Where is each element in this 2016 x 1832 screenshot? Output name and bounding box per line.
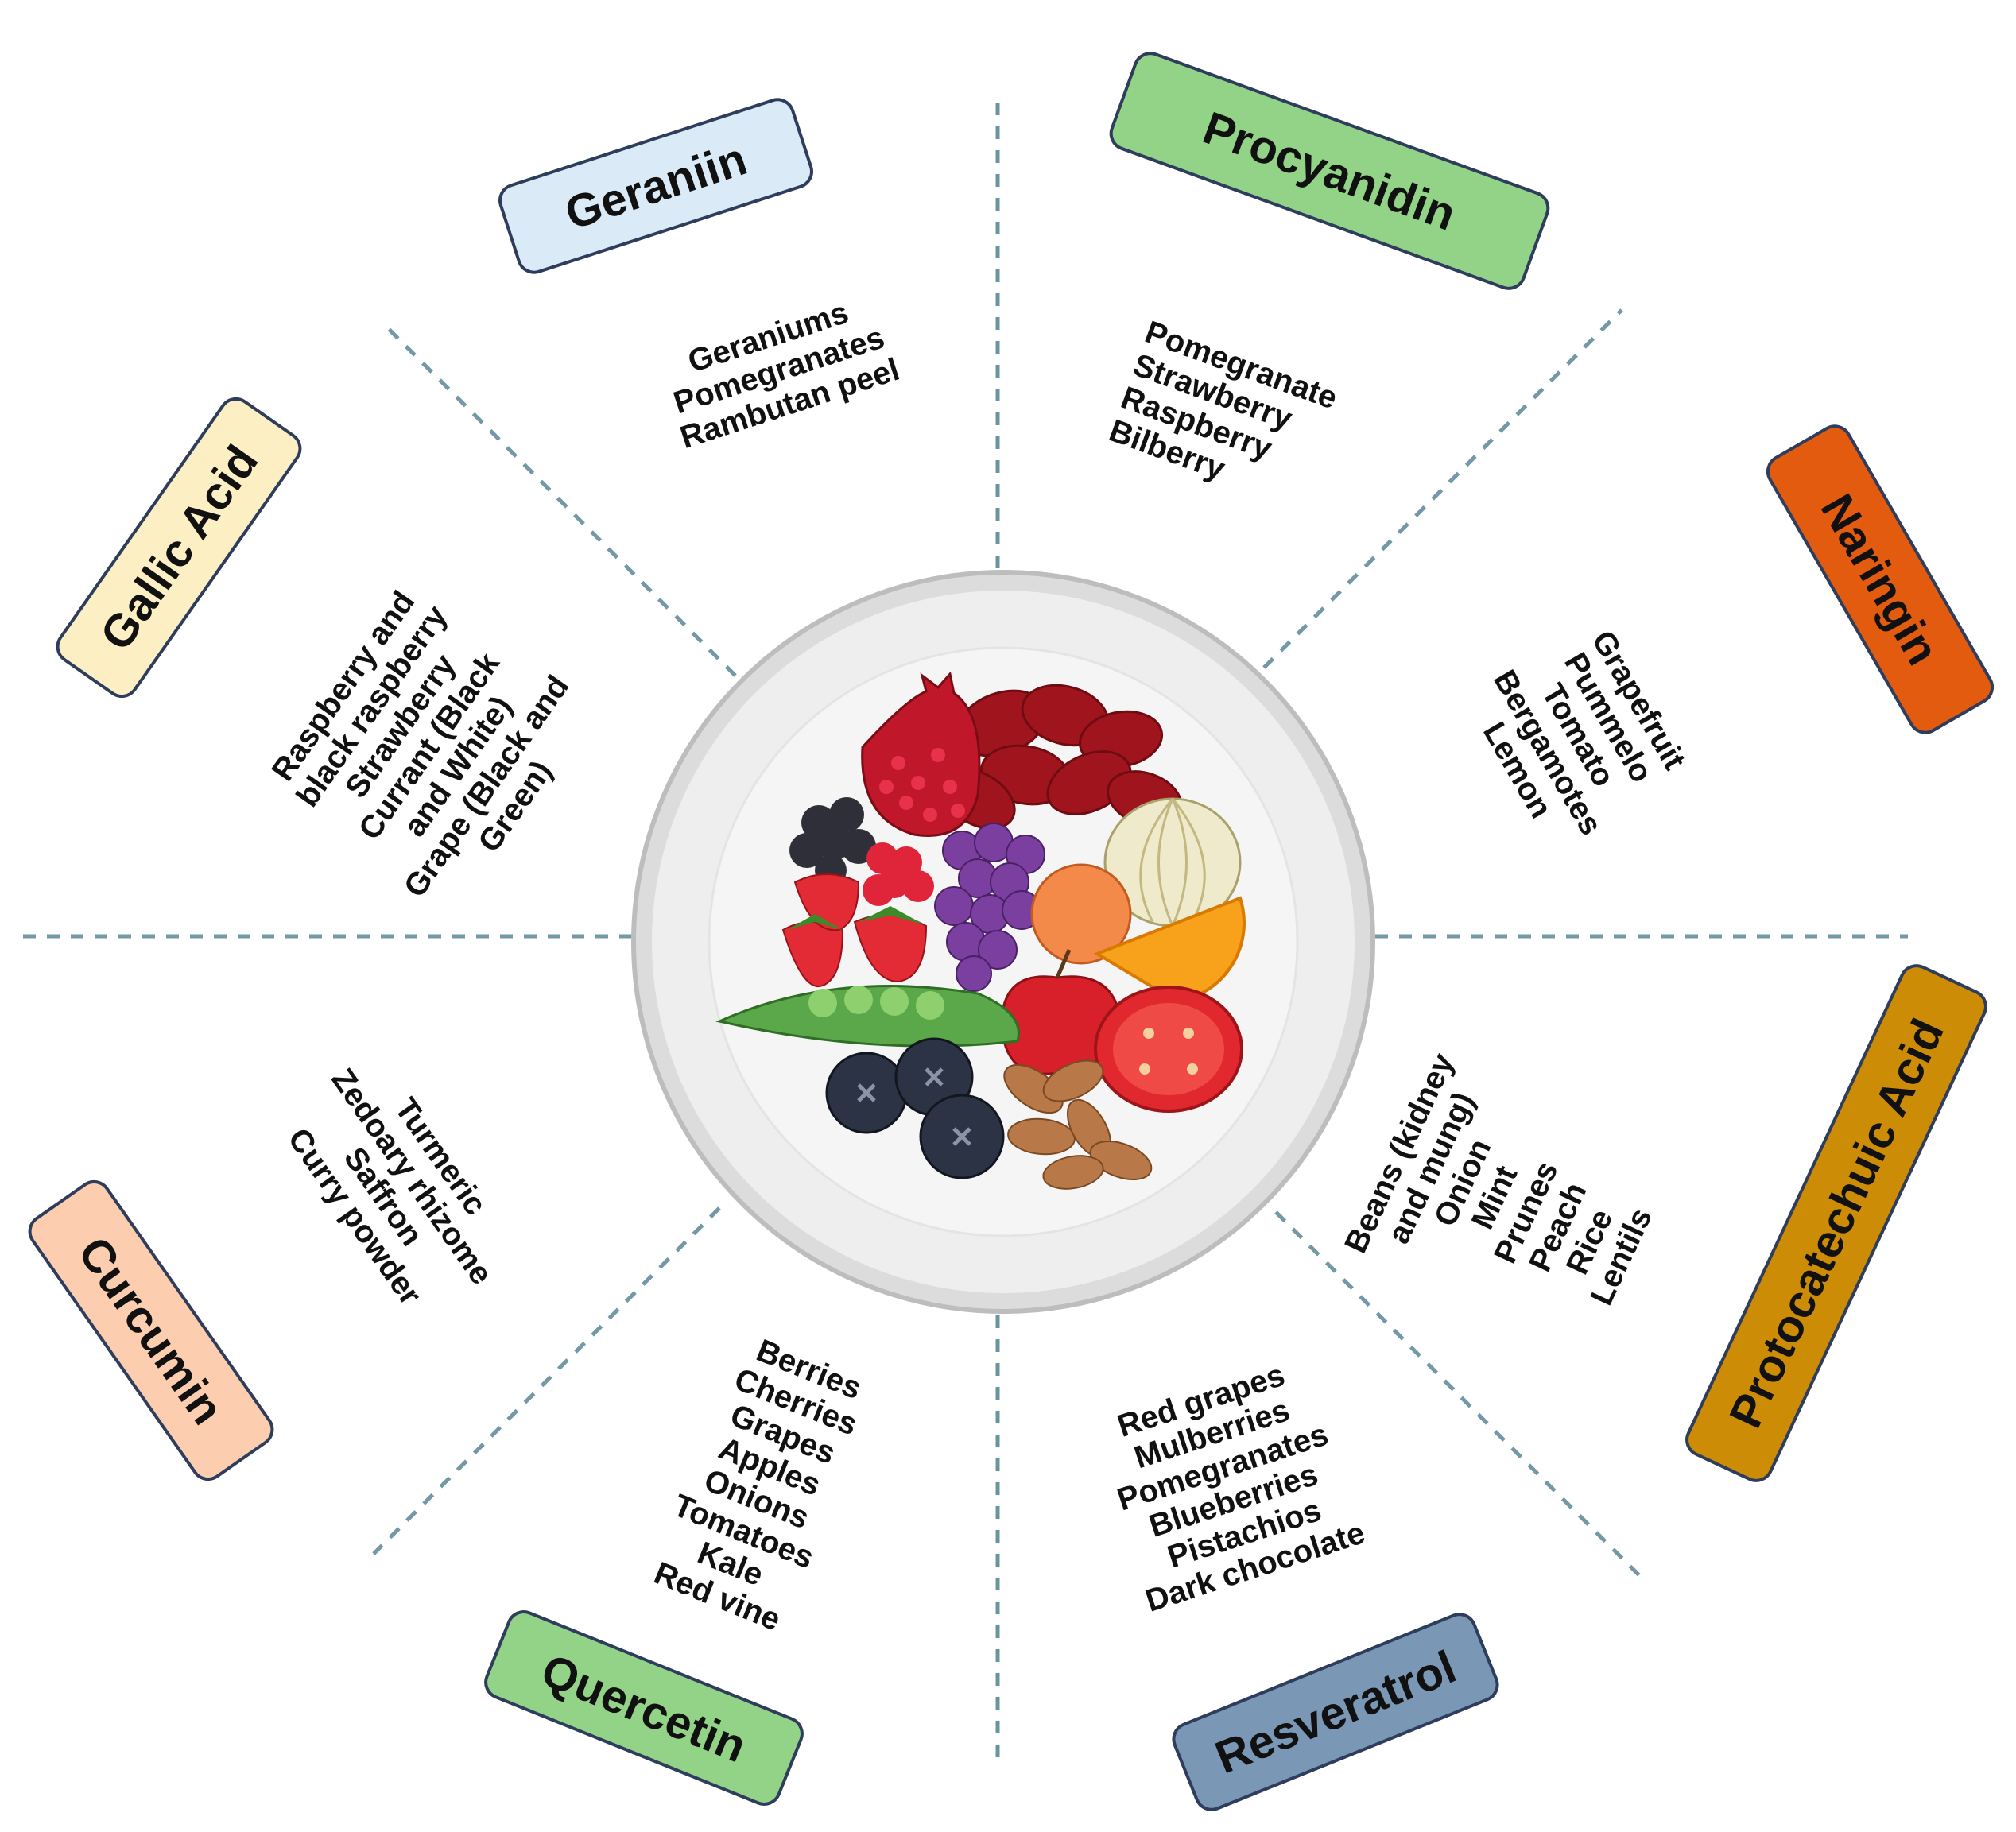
divider-lower-right <box>1274 1210 1647 1583</box>
divider-upper-left <box>380 320 737 677</box>
divider-lower-left <box>372 1206 721 1555</box>
